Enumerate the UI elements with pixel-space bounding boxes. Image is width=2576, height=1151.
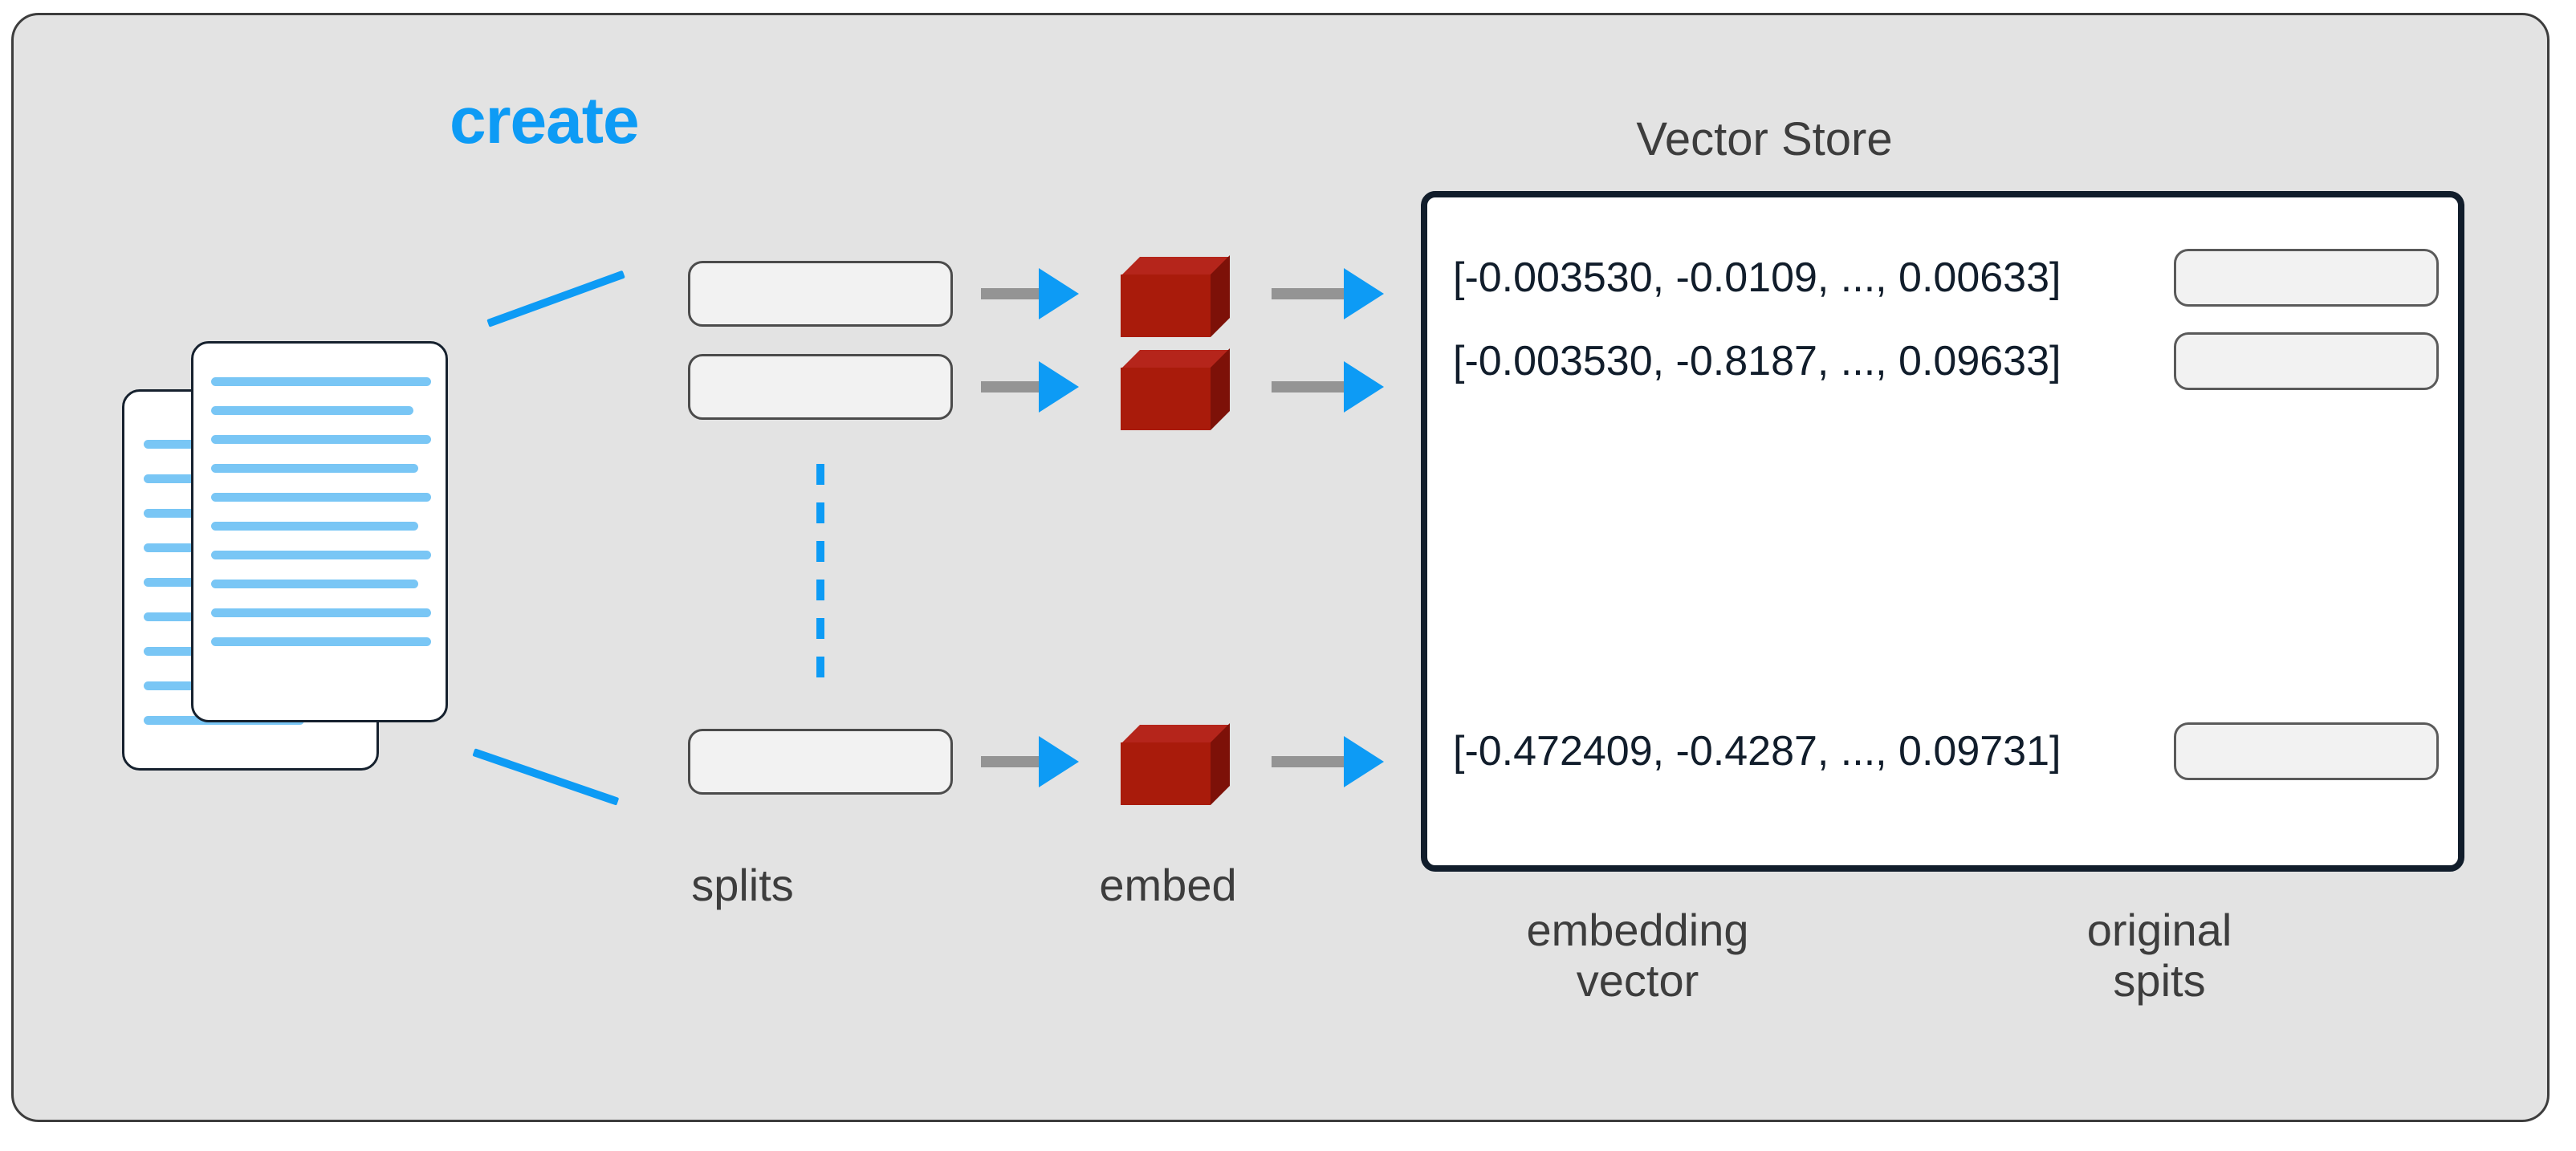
arrow-shaft [1272,381,1345,392]
page-title: create [450,84,640,157]
split-box-2[interactable] [688,354,953,420]
arrow-head-icon [1039,736,1079,787]
vector-store-row-3: [-0.472409, -0.4287, ..., 0.09731] [1427,719,2458,783]
arrow-shaft [981,381,1040,392]
arrow-embed-to-store-3 [1272,736,1384,787]
documents-stack-icon [112,341,450,779]
arrow-head-icon [1039,268,1079,319]
splits-ellipsis-dashed-line [816,464,824,689]
embedding-vector-value-3: [-0.472409, -0.4287, ..., 0.09731] [1453,728,2061,775]
arrow-split-to-embed-1 [981,268,1079,319]
arrow-head-icon [1344,268,1384,319]
arrow-shaft [981,288,1040,299]
red-cube-icon-1 [1121,255,1230,337]
original-split-placeholder-2[interactable] [2174,332,2439,390]
cube-front-face [1121,742,1211,805]
cube-front-face [1121,275,1211,337]
arrow-head-icon [1344,736,1384,787]
original-split-placeholder-3[interactable] [2174,722,2439,780]
arrow-head-icon [1039,361,1079,413]
embedding-vector-value-1: [-0.003530, -0.0109, ..., 0.00633] [1453,254,2061,301]
embedding-vector-column-label: embedding vector [1526,905,1749,1006]
vector-store-row-1: [-0.003530, -0.0109, ..., 0.00633] [1427,246,2458,310]
original-splits-column-label: original spits [2086,905,2232,1006]
arrow-shaft [981,756,1040,767]
arrow-shaft [1272,288,1345,299]
arrow-split-to-embed-2 [981,361,1079,413]
red-cube-icon-2 [1121,348,1230,430]
vector-store-title: Vector Store [1636,113,1893,165]
arrow-embed-to-store-2 [1272,361,1384,413]
vector-store-panel: [-0.003530, -0.0109, ..., 0.00633] [-0.0… [1421,191,2464,872]
cube-front-face [1121,368,1211,430]
document-page-front [191,341,448,722]
vector-store-row-2: [-0.003530, -0.8187, ..., 0.09633] [1427,329,2458,393]
arrow-split-to-embed-3 [981,736,1079,787]
splits-label: splits [691,860,794,910]
arrow-shaft [1272,756,1345,767]
embed-label: embed [1099,860,1237,910]
split-box-3[interactable] [688,729,953,795]
original-split-placeholder-1[interactable] [2174,249,2439,307]
split-box-1[interactable] [688,261,953,327]
arrow-embed-to-store-1 [1272,268,1384,319]
arrow-head-icon [1344,361,1384,413]
red-cube-icon-3 [1121,723,1230,805]
embedding-vector-value-2: [-0.003530, -0.8187, ..., 0.09633] [1453,338,2061,384]
